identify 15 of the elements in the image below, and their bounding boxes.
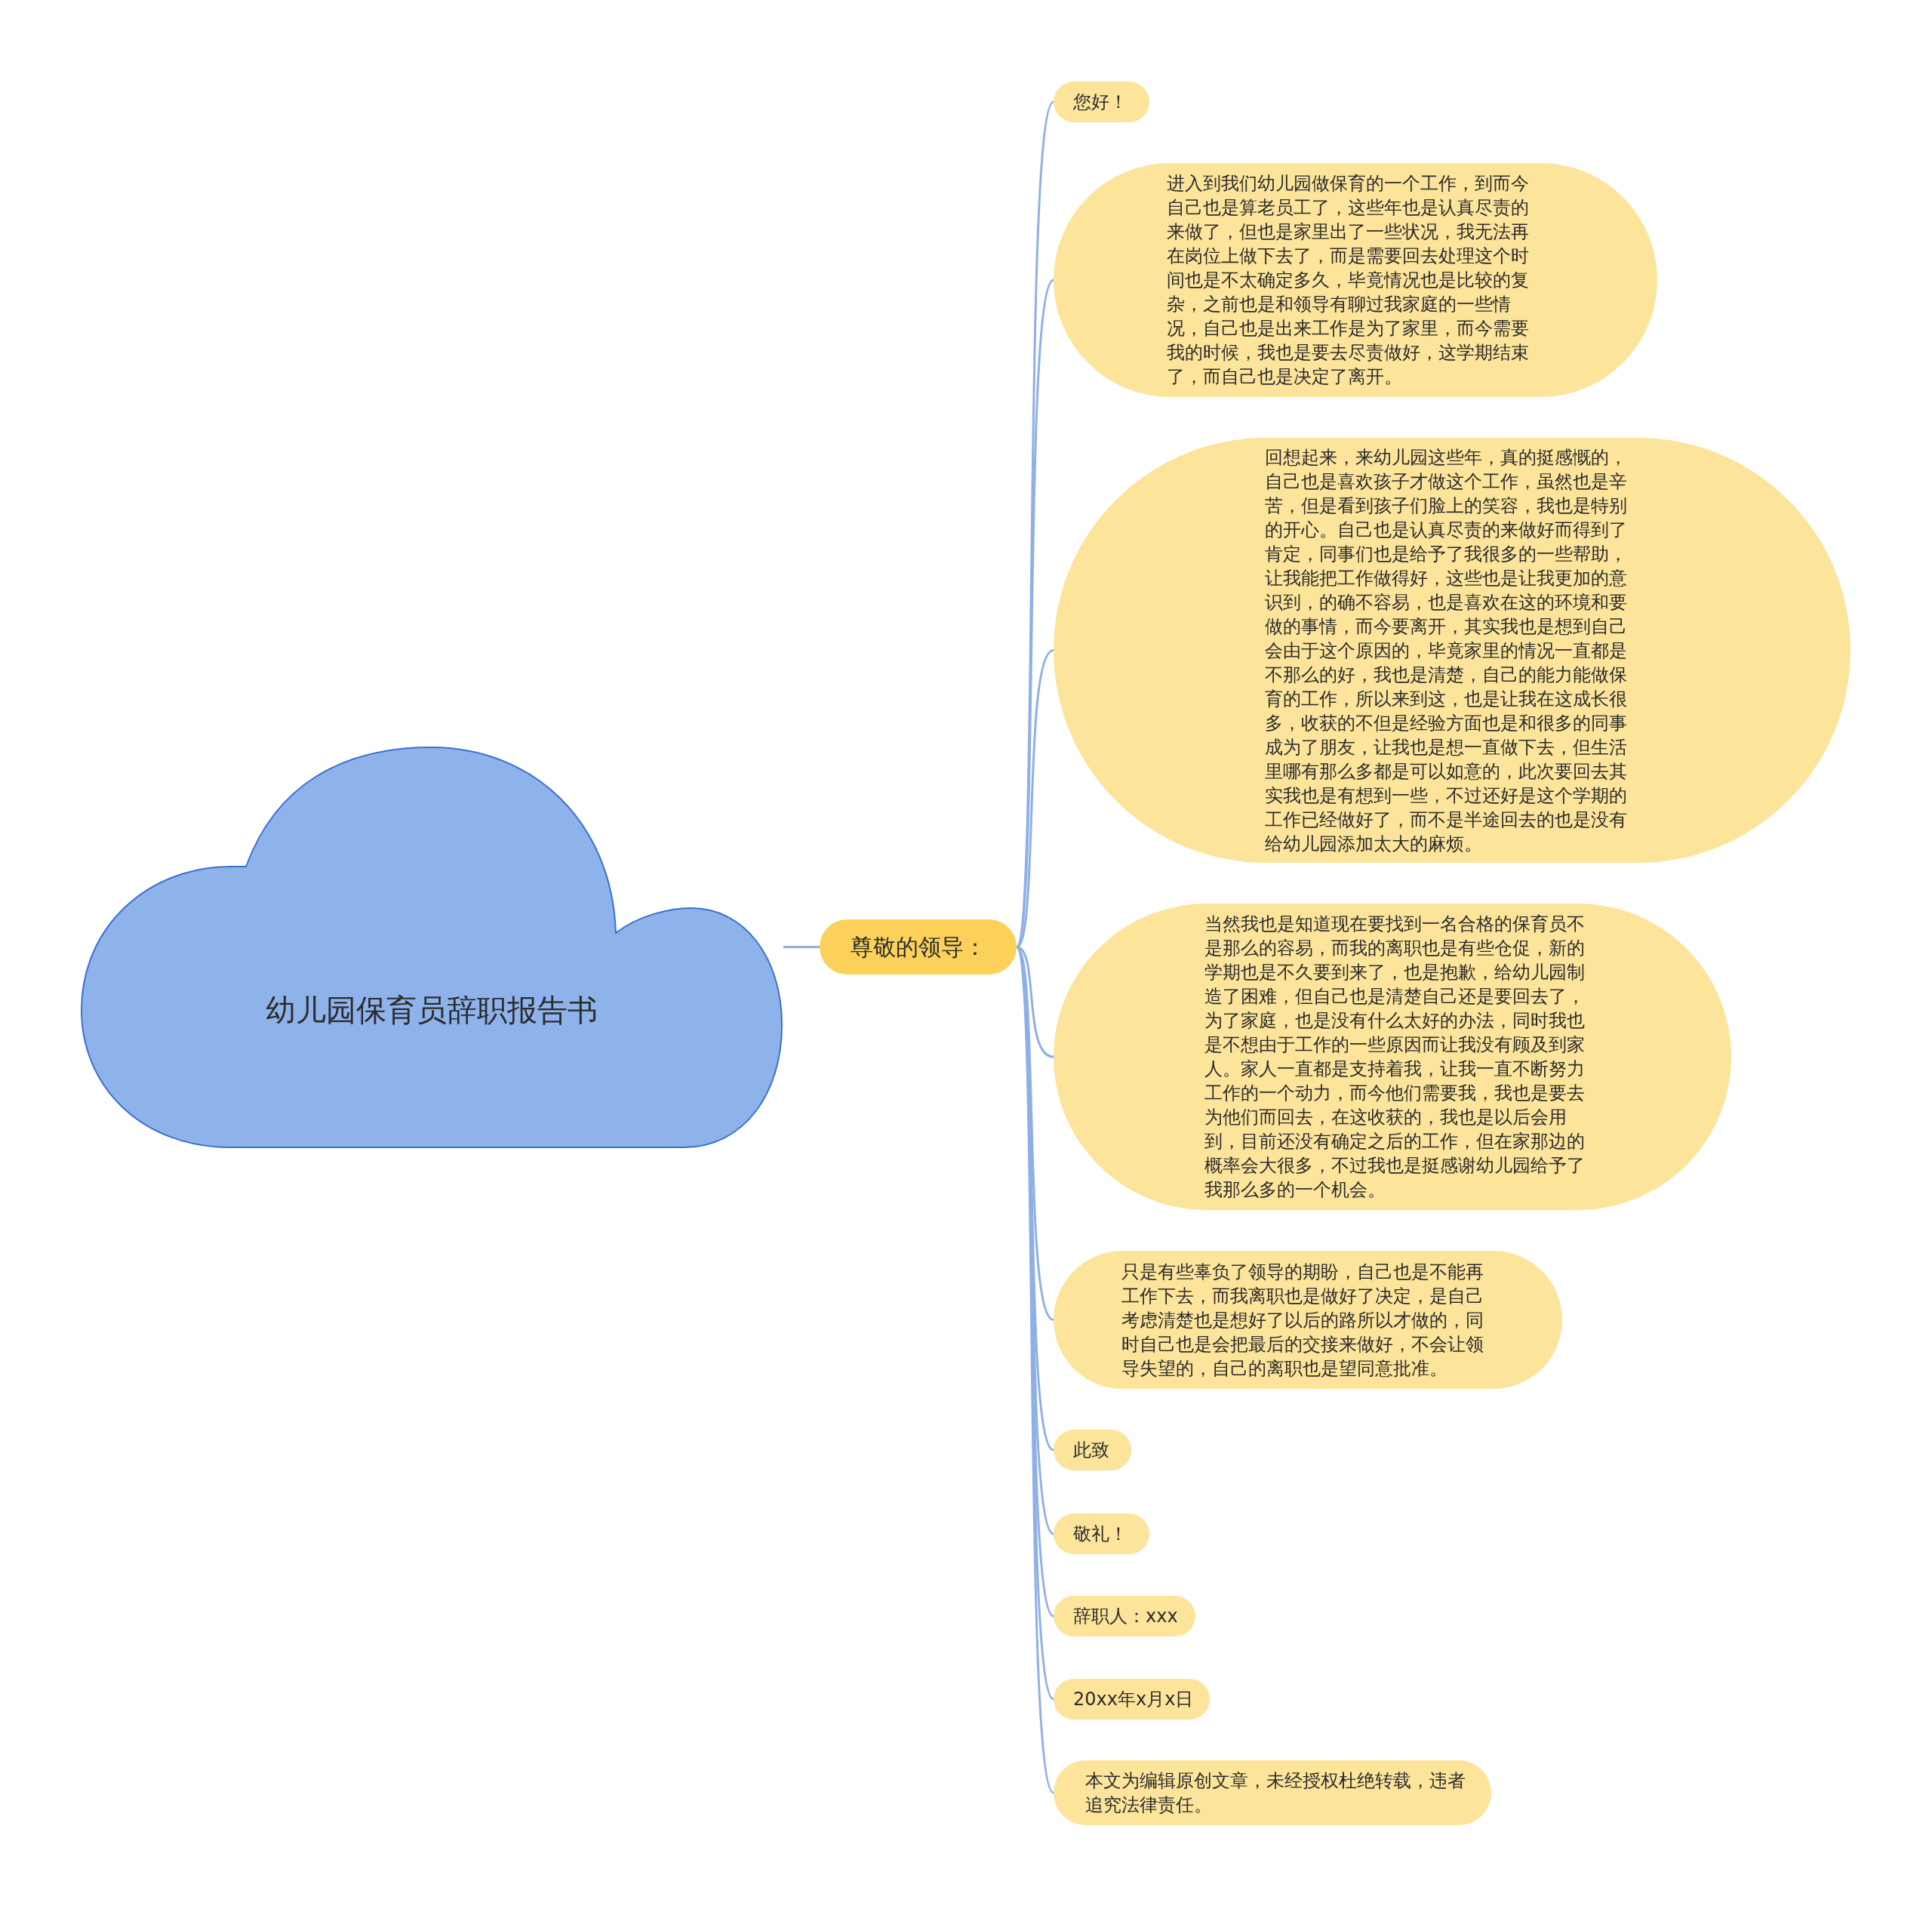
text-bubble: 回想起来，来幼儿园这些年，真的挺感慨的，自己也是喜欢孩子才做这个工作，虽然也是辛苦，但是看到孩子们脸上的笑容，我也是特别的开心。自己也是认真尽责的来做好而得到了肯定，同事们也是给予了我很多的一些帮助，让我能把工作做得好，这些也是让我更加的意识到，的确不容易，也是喜欢在这的环境和要做的事情，而今要离开，其实我也是想到自己会由于这个原因的，毕竟家里的情况一直都是不那么的好，我也是清楚，自己的能力能做保育的工作，所以来到这，也是让我在这成长很多，收获的不但是经验方面也是和很多的同事成为了朋友，让我也是想一直做下去，但生活里哪有那么多都是可以如意的，此次要回去其实我也是有想到一些，不过还好是这个学期的工作已经做好了，而不是半途回去的也是没有给幼儿园添加太大的麻烦。: [1054, 438, 1850, 863]
text-bubble: 进入到我们幼儿园做保育的一个工作，到而今自己也是算老员工了，这些年也是认真尽责的来做了，但也是家里出了一些状况，我无法再在岗位上做下去了，而是需要回去处理这个时间也是不太确定多久，毕竟情况也是比较的复杂，之前也是和领导有聊过我家庭的一些情况，自己也是出来工作是为了家里，而今需要我的时候，我也是要去尽责做好，这学期结束了，而自己也是决定了离开。: [1054, 163, 1657, 397]
text-bubble: 辞职人：xxx: [1054, 1596, 1195, 1637]
text-bubble: 敬礼！: [1054, 1513, 1149, 1554]
text-bubble: 本文为编辑原创文章，未经授权杜绝转载，违者追究法律责任。: [1054, 1760, 1491, 1825]
text-bubble: 此致: [1054, 1430, 1131, 1470]
text-bubble: 20xx年x月x日: [1054, 1679, 1210, 1720]
text-bubble: 当然我也是知道现在要找到一名合格的保育员不是那么的容易，而我的离职也是有些仓促，新的学期也是不久要到来了，也是抱歉，给幼儿园制造了困难，但自己也是清楚自己还是要回去了，为了家庭，也是没有什么太好的办法，同时我也是不想由于工作的一些原因而让我没有顾及到家人。家人一直都是支持着我，让我一直不断努力工作的一个动力，而今他们需要我，我也是要去为他们而回去，在这收获的，我也是以后会用到，目前还没有确定之后的工作，但在家那边的概率会大很多，不过我也是挺感谢幼儿园给予了我那么多的一个机会。: [1054, 904, 1731, 1210]
topic-pill: 尊敬的领导：: [820, 919, 1017, 975]
text-bubble: 只是有些辜负了领导的期盼，自己也是不能再工作下去，而我离职也是做好了决定，是自己考虑清楚也是想好了以后的路所以才做的，同时自己也是会把最后的交接来做好，不会让领导失望的，自己的离职也是望同意批准。: [1054, 1251, 1562, 1389]
connector-line: [783, 946, 820, 948]
text-bubble: 您好！: [1054, 82, 1149, 122]
title-text: 幼儿园保育员辞职报告书: [265, 992, 598, 1029]
cloud-shape: [80, 746, 783, 1149]
connector-line: [1015, 101, 1055, 947]
